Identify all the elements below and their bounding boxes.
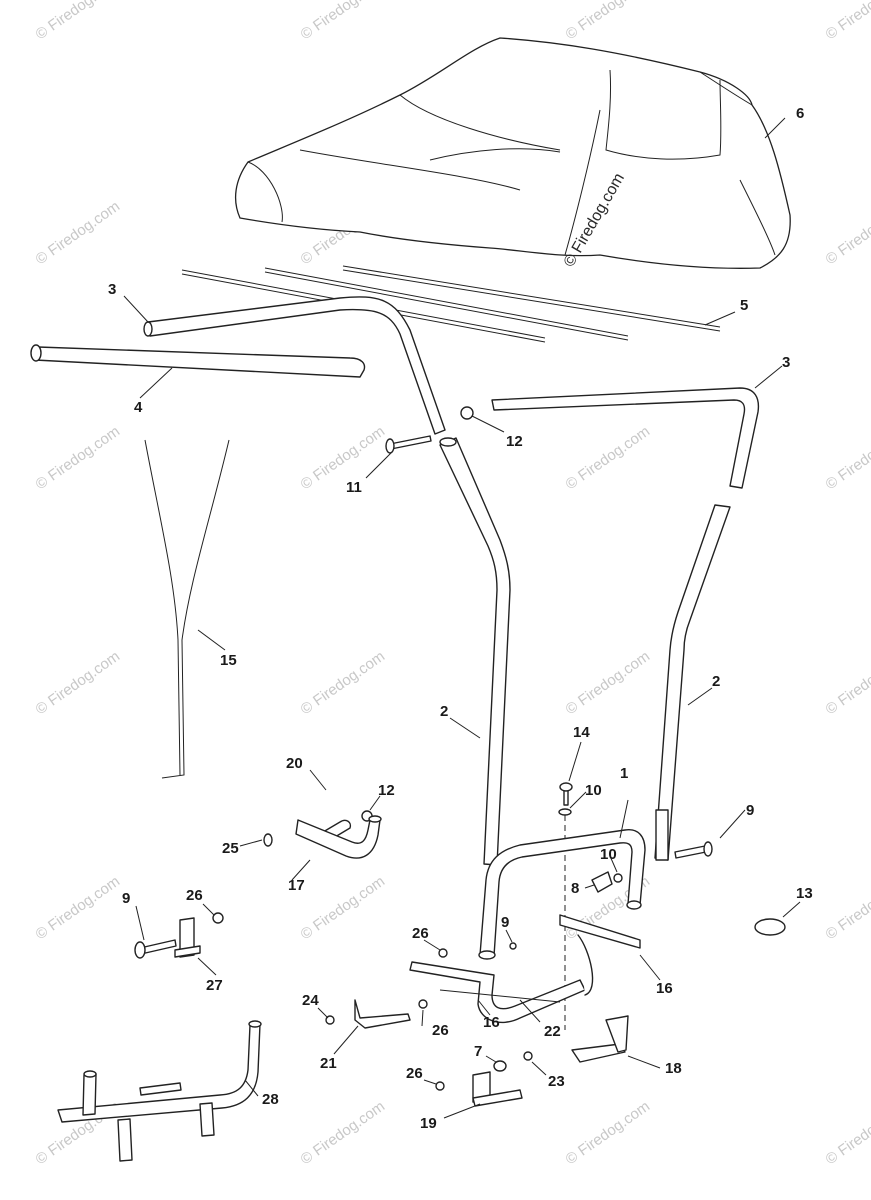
part-5-rods xyxy=(181,265,721,343)
callout-26-left: 26 xyxy=(186,887,203,904)
callout-1: 1 xyxy=(620,765,628,782)
part-28-lower-frame xyxy=(57,1020,262,1162)
watermark: © Firedog.com xyxy=(33,198,124,268)
watermark: © Firedog.com xyxy=(298,873,389,943)
part-9-bolt-right xyxy=(674,841,713,859)
callout-9-left: 9 xyxy=(122,890,130,907)
part-21-bracket xyxy=(354,999,411,1029)
part-3-right-upper-frame xyxy=(491,387,760,489)
callout-23: 23 xyxy=(548,1073,565,1090)
part-19-bracket xyxy=(472,1071,523,1107)
callout-9-center: 9 xyxy=(501,914,509,931)
callout-28: 28 xyxy=(262,1091,279,1108)
part-2-left-main-tube xyxy=(439,437,511,866)
part-10-washer-right xyxy=(613,873,623,883)
callout-26-low: 26 xyxy=(406,1065,423,1082)
callout-3-left: 3 xyxy=(108,281,116,298)
part-23-nut xyxy=(523,1051,533,1061)
part-2-right-main-tube xyxy=(654,504,731,861)
callout-27: 27 xyxy=(206,977,223,994)
callout-25: 25 xyxy=(222,840,239,857)
part-12-nut xyxy=(460,406,474,420)
callout-5: 5 xyxy=(740,297,748,314)
part-6-grass-bag: © Firedog.com xyxy=(234,37,791,270)
part-11-bolt xyxy=(385,435,432,454)
watermark: © Firedog.com xyxy=(33,0,124,43)
callout-11: 11 xyxy=(346,479,362,496)
part-10-washer xyxy=(558,808,572,816)
part-1-u-frame xyxy=(478,829,646,960)
watermark: © Firedog.com xyxy=(823,873,871,943)
part-26-nut-left xyxy=(212,912,224,924)
part-18-bracket xyxy=(571,1015,629,1063)
callout-26-upper: 26 xyxy=(412,925,429,942)
callout-17: 17 xyxy=(288,877,305,894)
watermark: © Firedog.com xyxy=(33,873,124,943)
callout-4: 4 xyxy=(134,399,143,416)
watermark: © Firedog.com xyxy=(823,1098,871,1168)
part-16-lower-bracket xyxy=(409,914,641,1023)
callout-20: 20 xyxy=(286,755,303,772)
callout-10-top: 10 xyxy=(585,782,602,799)
part-14-bolt xyxy=(559,782,573,806)
callout-16-right: 16 xyxy=(656,980,673,997)
part-26-nut-low xyxy=(435,1081,445,1091)
callout-12-small: 12 xyxy=(378,782,395,799)
part-15-wire xyxy=(144,439,230,779)
watermark: © Firedog.com xyxy=(33,423,124,493)
part-7-spacer xyxy=(493,1060,507,1072)
part-26-nut-upper xyxy=(438,948,448,958)
callout-22: 22 xyxy=(544,1023,561,1040)
watermark: © Firedog.com xyxy=(823,423,871,493)
part-25-screw xyxy=(263,833,273,847)
watermark: © Firedog.com xyxy=(33,648,124,718)
callout-12-top: 12 xyxy=(506,433,523,450)
part-17-handle-tube xyxy=(295,815,382,859)
watermark: © Firedog.com xyxy=(563,423,654,493)
part-8-knob xyxy=(591,871,613,893)
leader-lines xyxy=(123,117,801,1119)
part-27-bracket xyxy=(174,917,201,958)
part-9-bolt-left xyxy=(134,939,177,959)
callout-13: 13 xyxy=(796,885,813,902)
watermark: © Firedog.com xyxy=(823,648,871,718)
callout-10-right: 10 xyxy=(600,846,617,863)
callout-21: 21 xyxy=(320,1055,337,1072)
callout-8: 8 xyxy=(571,880,579,897)
watermark: © Firedog.com xyxy=(298,423,389,493)
callout-2-right: 2 xyxy=(712,673,720,690)
watermark: © Firedog.com xyxy=(298,0,389,43)
part-26-nut-mid xyxy=(418,999,428,1009)
callout-3-right: 3 xyxy=(782,354,790,371)
callout-18: 18 xyxy=(665,1060,682,1077)
watermark: © Firedog.com xyxy=(823,198,871,268)
part-13-cap xyxy=(754,918,786,936)
watermark: © Firedog.com xyxy=(563,1098,654,1168)
part-3-left-upper-frame xyxy=(143,296,446,435)
watermark: © Firedog.com xyxy=(298,1098,389,1168)
watermark: © Firedog.com xyxy=(823,0,871,43)
part-4-lower-tube xyxy=(30,344,366,378)
callout-9-right: 9 xyxy=(746,802,754,819)
watermark: © Firedog.com xyxy=(298,648,389,718)
callout-6: 6 xyxy=(796,105,804,122)
callout-2-left: 2 xyxy=(440,703,448,720)
callout-26-mid: 26 xyxy=(432,1022,449,1039)
part-22-bar xyxy=(439,989,561,1003)
callout-16-center: 16 xyxy=(483,1014,500,1031)
watermark: © Firedog.com xyxy=(563,0,654,43)
watermark: © Firedog.com xyxy=(563,648,654,718)
callout-7: 7 xyxy=(474,1043,482,1060)
callout-15: 15 xyxy=(220,652,237,669)
callout-14: 14 xyxy=(573,724,590,741)
callout-labels: 6 5 3 4 3 12 11 15 2 2 14 10 1 9 10 8 13… xyxy=(108,105,813,1132)
callout-24: 24 xyxy=(302,992,319,1009)
part-9-bolt-center xyxy=(509,942,517,950)
callout-19: 19 xyxy=(420,1115,437,1132)
